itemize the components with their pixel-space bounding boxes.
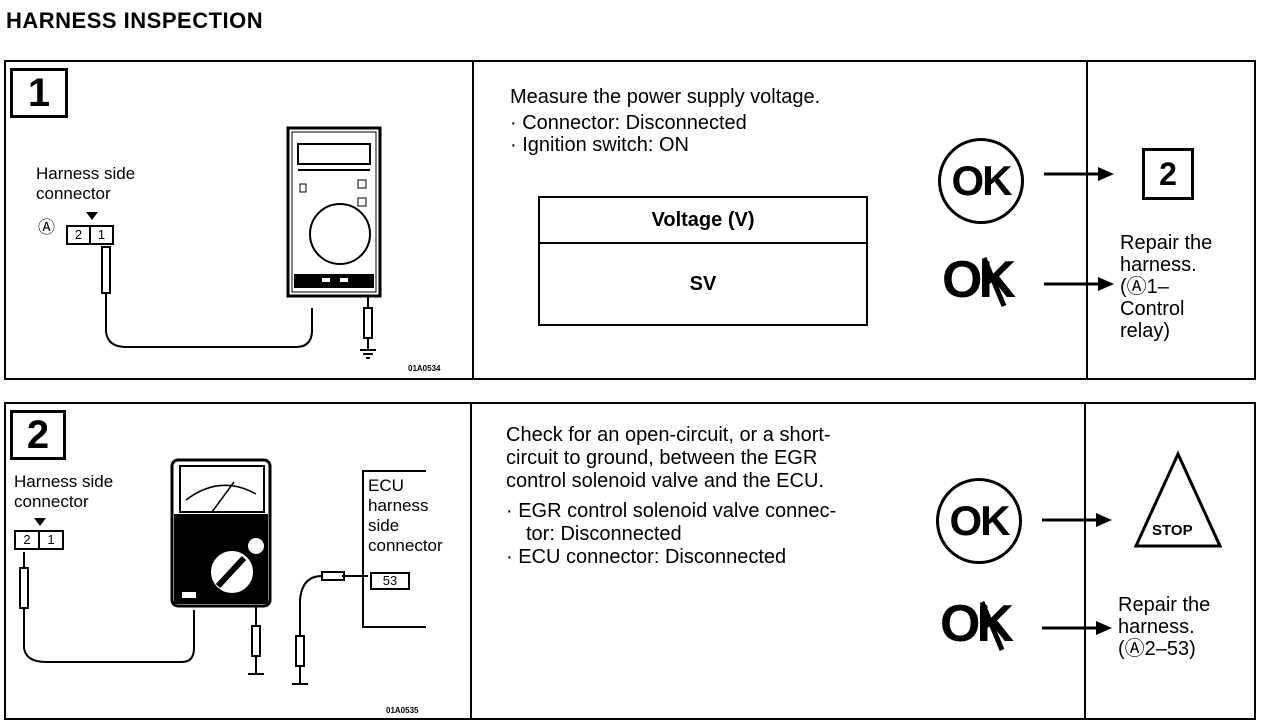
step2-condition-1-continued: tor: Disconnected: [526, 523, 682, 545]
step2-condition-1: · EGR control solenoid valve connec-: [506, 500, 837, 522]
step2-figure-code: 01A0535: [386, 706, 419, 715]
step1-condition-1: · Connector: Disconnected: [510, 112, 747, 134]
step1-connector-label: Harness side connector: [36, 164, 135, 204]
step1-arrows: [1044, 167, 1114, 291]
step1-next-step-box: 2: [1142, 148, 1194, 200]
step1-ng-result-line3: (Ⓐ1–: [1120, 276, 1169, 298]
step2-connector-label-line2: connector: [14, 492, 89, 511]
step2-conditions: · EGR control solenoid valve connec- tor…: [506, 500, 836, 569]
step2-analog-display-icon: [179, 465, 265, 513]
step2-ecu-label: ECU harness side connector: [368, 476, 443, 556]
step2-divider-left: [470, 404, 472, 718]
step1-connector-marker: Ⓐ: [38, 218, 55, 237]
step2-probe-lead-icon: [23, 608, 195, 663]
step2-connector-label: Harness side connector: [14, 472, 113, 512]
step2-connector-label-line1: Harness side: [14, 472, 114, 491]
step2-instruction-line1: Check for an open-circuit, or a short-: [506, 424, 831, 446]
step1-panel: 1 Harness side connector Ⓐ 2 1 01A0534 M…: [4, 60, 1256, 380]
step1-pin-2: 2: [68, 227, 91, 243]
step1-instruction: Measure the power supply voltage.: [510, 86, 821, 108]
step1-condition-2-text: Ignition switch: ON: [522, 134, 689, 156]
step2-pin-2: 2: [16, 532, 40, 548]
step2-stop-label: STOP: [1152, 522, 1193, 539]
step1-condition-2: · Ignition switch: ON: [510, 134, 689, 156]
step2-instruction-line2: circuit to ground, between the EGR: [506, 447, 818, 469]
step2-connector: 2 1: [14, 530, 64, 550]
page-title: HARNESS INSPECTION: [6, 8, 264, 33]
step2-divider-right: [1084, 404, 1086, 718]
step2-ng-slash-icon: [979, 601, 1005, 651]
step2-ng-result-line3: (Ⓐ2–53): [1118, 638, 1196, 660]
step1-pin-marker-icon: [86, 212, 98, 220]
step1-condition-1-text: Connector: Disconnected: [522, 112, 747, 134]
step1-connector-label-line1: Harness side: [36, 164, 136, 183]
step1-divider-right: [1086, 62, 1088, 378]
step2-ecu-label-line3: side: [368, 516, 400, 535]
step1-figure-code: 01A0534: [408, 364, 441, 373]
step1-connector-label-line2: connector: [36, 184, 111, 203]
step1-ng-result-line5: relay): [1120, 320, 1171, 342]
step2-condition-2-text: ECU connector: Disconnected: [518, 546, 787, 568]
step1-ok-badge: OK: [938, 138, 1024, 224]
step2-ng-result: Repair the harness. (Ⓐ2–53): [1118, 594, 1210, 660]
step1-ng-result: Repair the harness. (Ⓐ1– Control relay): [1120, 232, 1212, 342]
step1-table-value: SV: [538, 242, 868, 326]
step2-ng-result-line2: harness.: [1118, 616, 1195, 638]
step2-number-box: 2: [10, 410, 66, 460]
step1-divider-left: [472, 62, 474, 378]
step2-ng-result-line1: Repair the: [1118, 594, 1211, 616]
step1-pin-1: 1: [97, 227, 106, 242]
step2-condition-2: · ECU connector: Disconnected: [506, 546, 787, 568]
step1-probe-lead-icon: [105, 293, 313, 348]
step1-voltage-table: Voltage (V) SV: [538, 196, 868, 326]
step1-ng-result-line1: Repair the: [1120, 232, 1213, 254]
step2-ecu-probe-lead-icon: [299, 575, 323, 636]
step2-panel: 2 Harness side connector 2 1 ECU harness…: [4, 402, 1256, 720]
step2-ecu-pin: 53: [370, 572, 410, 590]
step1-table-header: Voltage (V): [538, 196, 868, 244]
step2-condition-1-text: EGR control solenoid valve connec-: [518, 500, 837, 522]
step2-arrows: [1042, 450, 1223, 635]
step1-connector: 2 1: [66, 225, 114, 245]
step1-ng-result-line2: harness.: [1120, 254, 1197, 276]
step2-ecu-label-line1: ECU: [368, 476, 404, 495]
step2-ecu-label-line4: connector: [368, 536, 443, 555]
step2-ecu-label-line2: harness: [368, 496, 429, 515]
step1-display-icon: [297, 143, 371, 165]
step1-dial-icon: [309, 203, 371, 265]
step2-multimeter-diagram: [19, 458, 368, 685]
step2-pin-marker-icon: [34, 518, 46, 526]
step2-pin-1: 1: [47, 532, 55, 547]
step2-ecu-connector-outline: [362, 470, 426, 628]
step2-ok-badge: OK: [936, 478, 1022, 564]
step1-multimeter-diagram: [86, 126, 382, 359]
step1-ng-result-line4: Control: [1120, 298, 1185, 320]
step1-number-box: 1: [10, 68, 68, 118]
step2-instruction: Check for an open-circuit, or a short- c…: [506, 424, 831, 493]
step1-ng-slash-icon: [981, 257, 1007, 307]
step2-instruction-line3: control solenoid valve and the ECU.: [506, 470, 824, 492]
step2-stop-warning-icon: [1133, 450, 1223, 548]
